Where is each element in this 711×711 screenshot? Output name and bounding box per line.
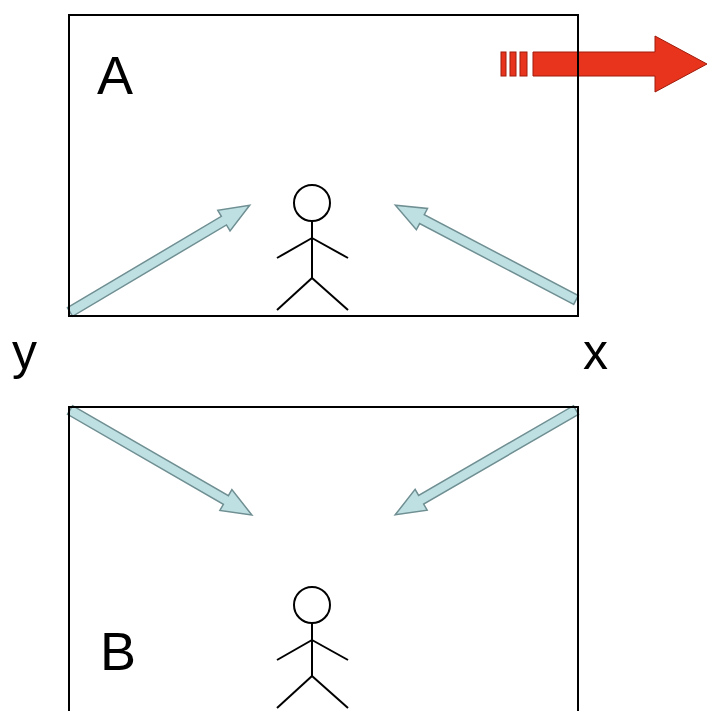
light-arrow [390,195,582,311]
box-letter: A [97,48,133,102]
motion-arrow [501,36,707,92]
scene-box: A [68,14,579,317]
box-letter: B [100,624,136,678]
point-label: y [12,327,37,377]
stick-figure [277,587,348,708]
light-arrow [64,195,256,322]
light-arrow [389,400,582,526]
light-arrow [64,400,258,526]
stick-figure [277,185,348,310]
scene-box: B [68,406,579,711]
point-label: x [583,327,608,377]
